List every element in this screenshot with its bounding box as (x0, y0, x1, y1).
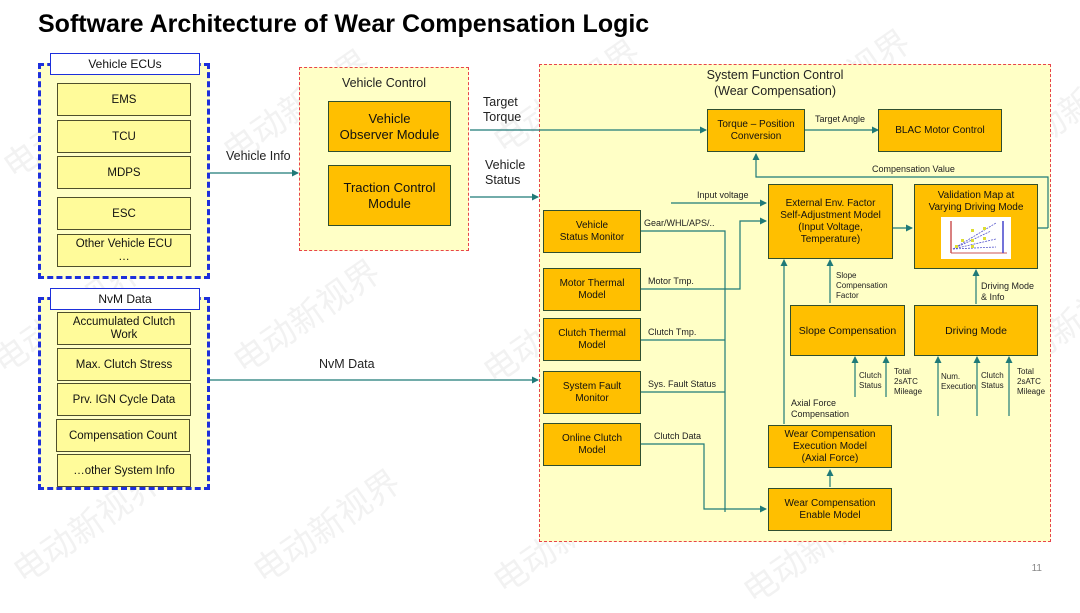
label-target-angle: Target Angle (815, 114, 866, 124)
label-compensation-value: Compensation Value (872, 164, 955, 174)
label-vehicle-status: Vehicle Status (485, 158, 526, 187)
page-number: 11 (1031, 563, 1042, 574)
vehicle-status-monitor: Vehicle Status Monitor (543, 210, 641, 253)
label-dm-num-execution: Num. Execution (941, 372, 977, 391)
label-dm-mileage: Total 2sATC Mileage (1017, 367, 1046, 396)
label-slope-clutch-status: Clutch Status (859, 371, 882, 390)
torque-position-conversion: Torque – Position Conversion (707, 109, 805, 152)
online-clutch-model: Online Clutch Model (543, 423, 641, 466)
wear-compensation-enable-model: Wear Compensation Enable Model (768, 488, 892, 531)
nvm-other-system-info: …other System Info (57, 454, 191, 487)
ecu-other: Other Vehicle ECU … (57, 234, 191, 267)
nvm-compensation-count: Compensation Count (56, 419, 190, 452)
wear-compensation-execution-model: Wear Compensation Execution Model (Axial… (768, 425, 892, 468)
wire-compensation-value (752, 153, 1049, 228)
label-motor-tmp: Motor Tmp. (648, 276, 694, 286)
label-driving-mode-info: Driving Mode & Info (981, 281, 1035, 302)
system-function-control-label: System Function Control (Wear Compensati… (706, 68, 844, 98)
label-slope-mileage: Total 2sATC Mileage (894, 367, 923, 396)
clutch-thermal-model: Clutch Thermal Model (543, 318, 641, 361)
label-clutch-data: Clutch Data (654, 431, 702, 441)
vehicle-control-label: Vehicle Control (341, 76, 427, 90)
wire-gear-whl (640, 230, 726, 512)
label-input-voltage: Input voltage (697, 190, 749, 200)
slide-title: Software Architecture of Wear Compensati… (38, 10, 650, 38)
nvm-prv-ign-cycle-data: Prv. IGN Cycle Data (57, 383, 191, 416)
wire-motor-tmp (640, 217, 767, 290)
external-env-factor-model: External Env. Factor Self-Adjustment Mod… (768, 184, 893, 259)
label-clutch-tmp: Clutch Tmp. (648, 327, 697, 337)
label-slope-comp-factor: Slope Compensation Factor (836, 271, 888, 300)
label-dm-clutch-status: Clutch Status (981, 371, 1004, 390)
validation-map: Validation Map at Varying Driving Mode (914, 184, 1038, 269)
nvm-data-label: NvM Data (50, 288, 200, 310)
system-fault-monitor: System Fault Monitor (543, 371, 641, 414)
vehicle-ecus-label: Vehicle ECUs (50, 53, 200, 75)
validation-map-label: Validation Map at Varying Driving Mode (928, 190, 1024, 213)
ecu-esc: ESC (57, 197, 191, 230)
label-vehicle-info: Vehicle Info (226, 149, 291, 163)
ecu-ems: EMS (57, 83, 191, 116)
label-nvm-data: NvM Data (319, 357, 375, 371)
driving-mode: Driving Mode (914, 305, 1038, 356)
wire-clutch-data (640, 443, 725, 510)
traction-control-module: Traction Control Module (328, 165, 451, 226)
label-target-torque: Target Torque (483, 95, 522, 124)
slope-compensation: Slope Compensation (790, 305, 905, 356)
ecu-mdps: MDPS (57, 156, 191, 189)
label-axial-force-comp: Axial Force Compensation (791, 398, 850, 419)
nvm-max-clutch-stress: Max. Clutch Stress (57, 348, 191, 381)
motor-thermal-model: Motor Thermal Model (543, 268, 641, 311)
blac-motor-control: BLAC Motor Control (878, 109, 1002, 152)
validation-map-thumbnail-icon (941, 217, 1011, 259)
label-sys-fault-status: Sys. Fault Status (648, 379, 717, 389)
ecu-tcu: TCU (57, 120, 191, 153)
label-gear-whl-aps: Gear/WHL/APS/.. (644, 218, 715, 228)
vehicle-observer-module: Vehicle Observer Module (328, 101, 451, 152)
nvm-accumulated-clutch-work: Accumulated Clutch Work (57, 312, 191, 345)
